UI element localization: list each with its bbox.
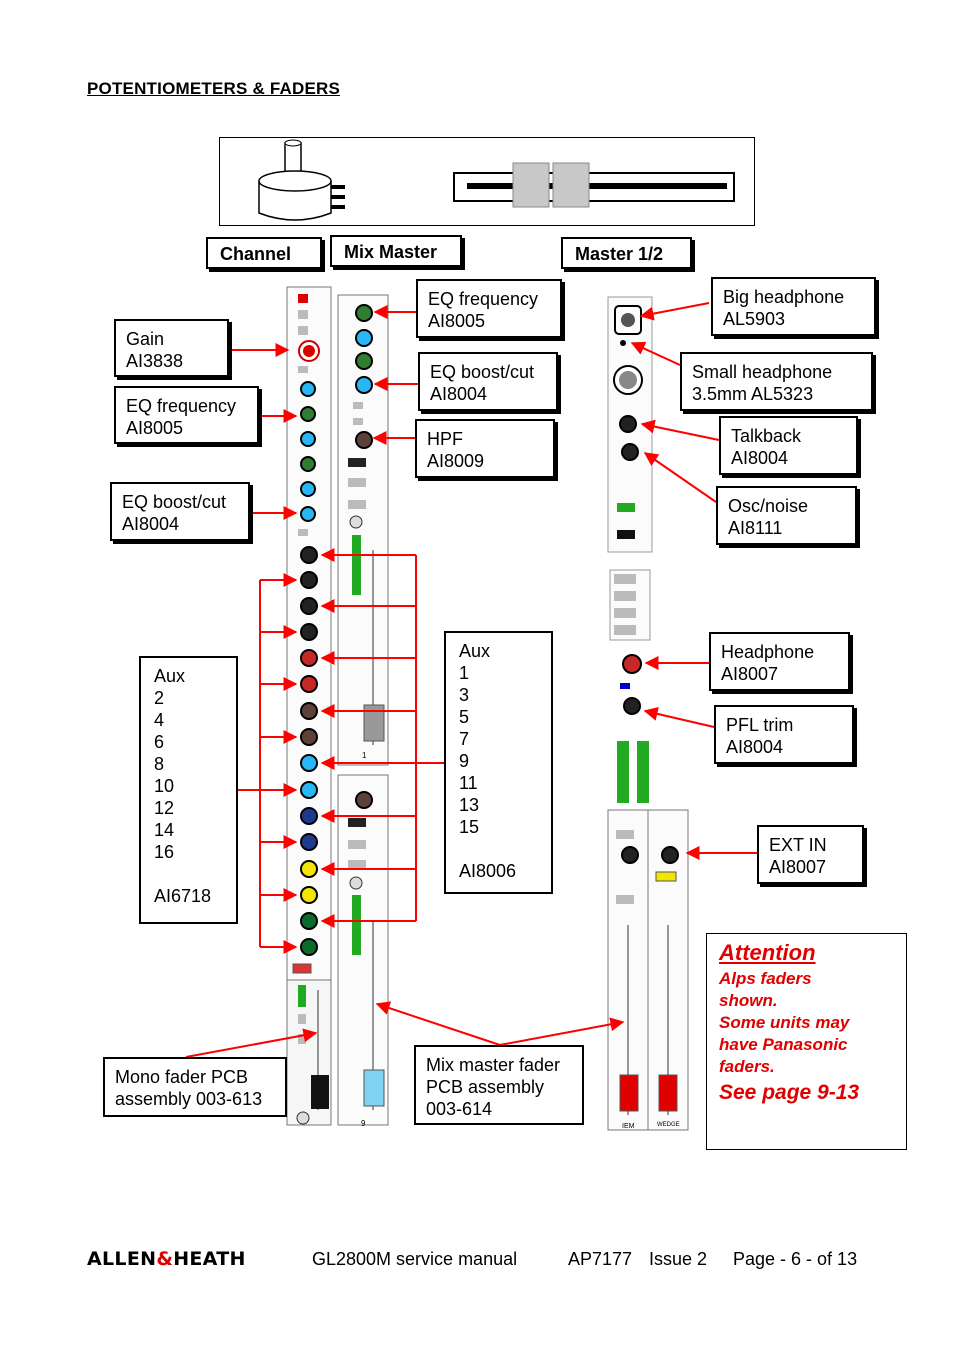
- pfl-trim-knob: [623, 697, 641, 715]
- attention-title: Attention: [719, 940, 816, 965]
- footer-ref: AP7177: [568, 1249, 633, 1269]
- footer-issue: Issue 2: [649, 1249, 708, 1269]
- ext-in-knob: [661, 846, 679, 864]
- callout-aux-even: Aux 2 4 6 8 10 12 14 16 AI6718: [139, 656, 238, 924]
- mix-fader-cap: [363, 1069, 385, 1107]
- mono-fader-cap: [311, 1075, 329, 1109]
- tab-channel: Channel: [206, 237, 322, 269]
- aux-knobs: [300, 546, 318, 956]
- master-strip: [607, 296, 689, 1131]
- attention-note: Attention Alps faders shown. Some units …: [706, 933, 907, 1150]
- meter: [298, 985, 306, 1007]
- callout-arrows: [185, 302, 757, 1058]
- fader-icon: [453, 162, 735, 208]
- potentiometer-icon: [258, 139, 345, 221]
- see-page-reference: See page 9-13: [719, 1081, 860, 1104]
- allen-heath-logo: ALLEN&HEATH: [87, 1248, 246, 1270]
- page-heading: POTENTIOMETERS & FADERS: [87, 79, 341, 98]
- callout-aux-odd: Aux 1 3 5 7 9 11 13 15 AI8006: [444, 631, 553, 894]
- eq-knobs: [300, 381, 316, 522]
- channel-strip: [286, 286, 332, 1126]
- channel-number-label: 1: [362, 751, 367, 760]
- footer-manual-title: GL2800M service manual: [312, 1249, 518, 1269]
- headphone-knob: [622, 654, 642, 674]
- tab-master: Master 1/2: [561, 237, 692, 269]
- tab-mix-master: Mix Master: [330, 235, 462, 267]
- pot-and-fader-illustration: [219, 137, 755, 226]
- mix-number-label: 9: [361, 1119, 366, 1128]
- wedge-label: WEDGE: [657, 1122, 680, 1128]
- phantom-switch: [298, 294, 308, 303]
- footer-page-number: Page - 6 - of 13: [733, 1249, 858, 1269]
- iem-label: IEM: [622, 1123, 635, 1130]
- mix-master-strip: [337, 294, 389, 1126]
